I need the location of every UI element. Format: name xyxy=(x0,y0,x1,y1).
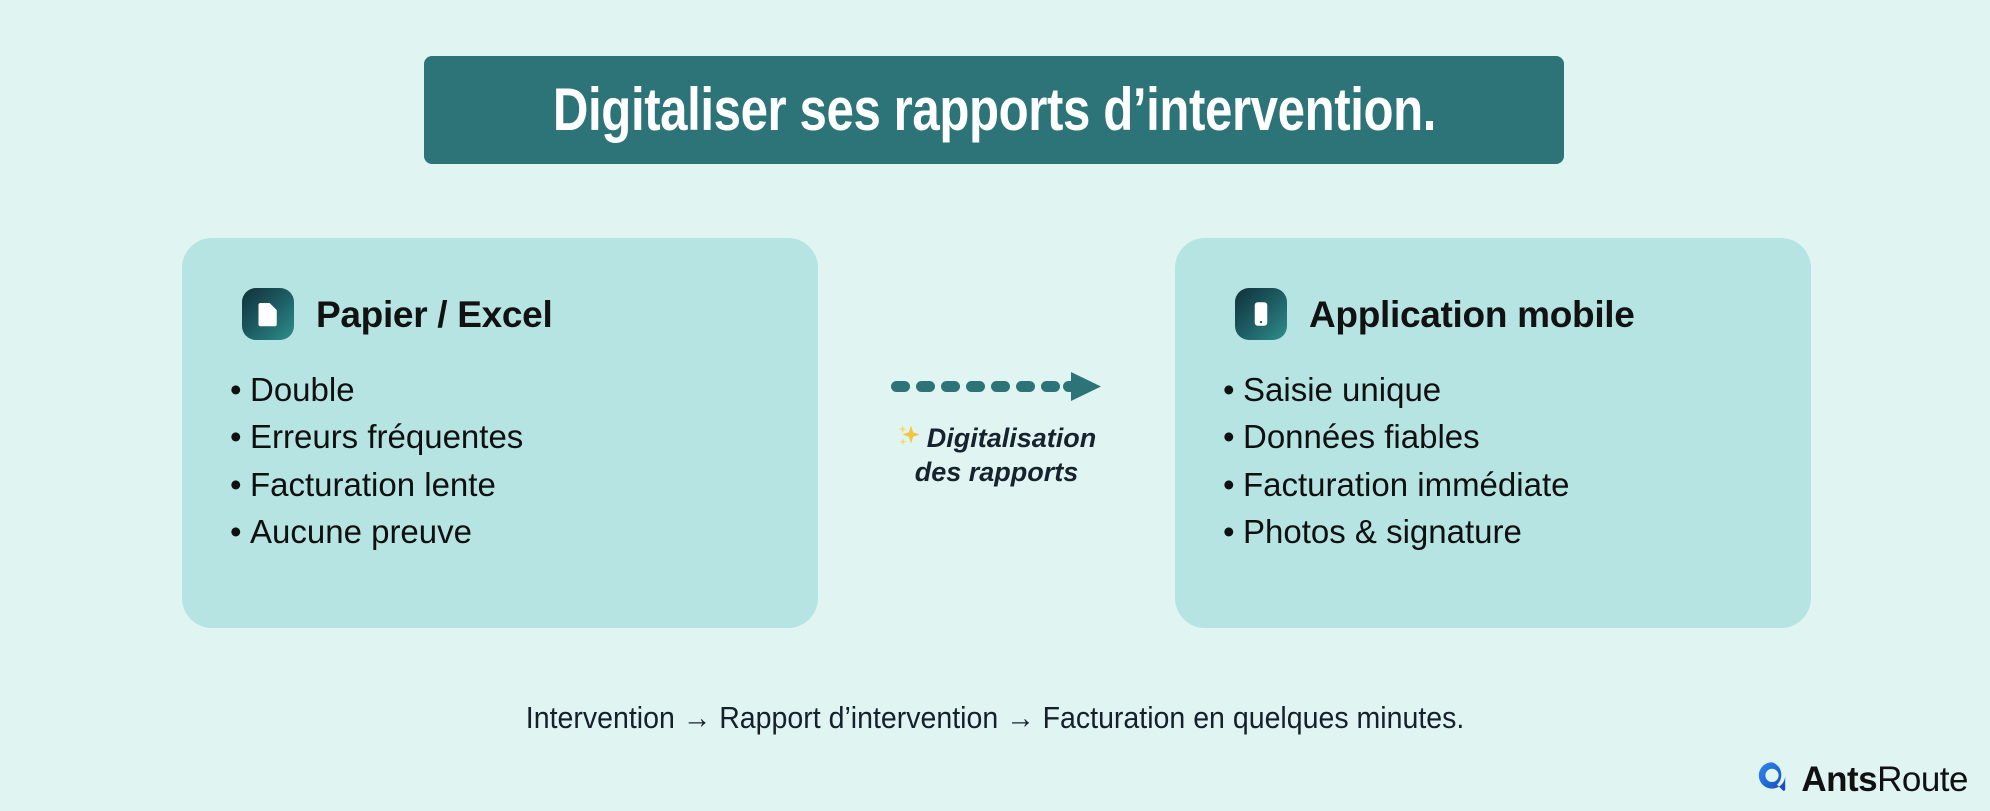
flow-caption-line1: Digitalisation xyxy=(926,423,1097,453)
antsroute-logo-text: AntsRoute xyxy=(1801,762,1968,797)
dashed-arrow-right-icon xyxy=(890,370,1103,409)
card-left-header: Papier / Excel xyxy=(182,286,818,342)
antsroute-logo: AntsRoute xyxy=(1755,760,1968,799)
flow-caption: Digitalisation des rapports xyxy=(818,423,1175,489)
card-papier-excel: Papier / Excel •Double •Erreurs fréquent… xyxy=(182,238,818,628)
card-application-mobile: Application mobile •Saisie unique •Donné… xyxy=(1175,238,1811,628)
list-item-label: Erreurs fréquentes xyxy=(250,418,524,456)
list-item-label: Double xyxy=(250,371,355,408)
list-item: •Facturation lente xyxy=(230,465,818,503)
mobile-phone-icon xyxy=(1235,288,1287,340)
bullet-marker: • xyxy=(230,418,242,456)
list-item-label: Aucune preuve xyxy=(250,512,472,550)
list-item-label: Facturation lente xyxy=(250,465,496,503)
footer-summary: Intervention → Rapport d’intervention → … xyxy=(0,700,1990,736)
bullet-marker: • xyxy=(230,465,242,503)
bullet-marker: • xyxy=(1223,371,1235,408)
list-item-label: Saisie unique xyxy=(1243,371,1442,408)
list-item: •Facturation immédiate xyxy=(1223,465,1811,503)
card-left-title: Papier / Excel xyxy=(316,293,553,335)
card-right-title: Application mobile xyxy=(1309,293,1635,335)
footer-summary-text: Intervention → Rapport d’intervention → … xyxy=(525,700,1465,735)
document-icon xyxy=(242,288,294,340)
logo-name-bold: Ants xyxy=(1801,760,1878,799)
sparkles-icon xyxy=(897,423,923,457)
bullet-marker: • xyxy=(230,512,242,550)
flow-connector: Digitalisation des rapports xyxy=(818,238,1175,628)
bullet-marker: • xyxy=(230,371,242,408)
flow-caption-line2: des rapports xyxy=(914,456,1079,487)
list-item: •Saisie unique xyxy=(1223,371,1811,408)
list-item: •Erreurs fréquentes xyxy=(230,418,818,456)
bullet-marker: • xyxy=(1223,465,1235,503)
page-title: Digitaliser ses rapports d’intervention. xyxy=(552,76,1436,143)
title-banner: Digitaliser ses rapports d’intervention. xyxy=(424,56,1564,164)
bullet-marker: • xyxy=(1223,418,1235,456)
card-right-bullet-list: •Saisie unique •Données fiables •Factura… xyxy=(1175,342,1811,550)
list-item: •Double xyxy=(230,371,818,408)
list-item: •Données fiables xyxy=(1223,418,1811,456)
card-left-bullet-list: •Double •Erreurs fréquentes •Facturation… xyxy=(182,342,818,550)
logo-name-regular: Route xyxy=(1877,760,1968,799)
card-right-header: Application mobile xyxy=(1175,286,1811,342)
bullet-marker: • xyxy=(1223,512,1235,550)
list-item: •Aucune preuve xyxy=(230,512,818,550)
list-item-label: Données fiables xyxy=(1243,418,1480,456)
antsroute-logo-mark xyxy=(1755,760,1789,799)
list-item-label: Facturation immédiate xyxy=(1243,465,1570,503)
list-item-label: Photos & signature xyxy=(1243,512,1522,550)
list-item: •Photos & signature xyxy=(1223,512,1811,550)
